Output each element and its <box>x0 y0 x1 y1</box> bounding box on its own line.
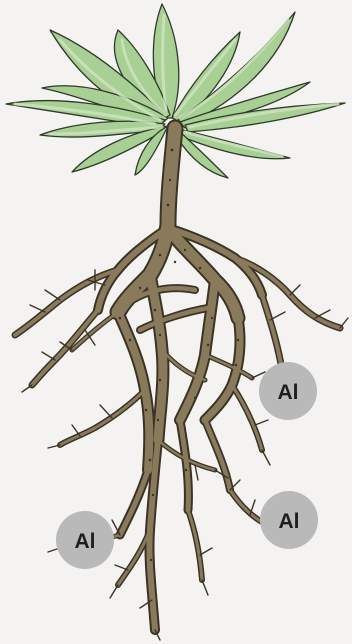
al-badge-label: Al <box>279 510 300 533</box>
al-badge-label: Al <box>75 530 96 553</box>
al-badge-label: Al <box>278 381 299 404</box>
al-badge-right-upper: Al <box>259 362 317 420</box>
al-badge-left: Al <box>56 511 114 569</box>
al-badge-right-lower: Al <box>260 491 318 549</box>
